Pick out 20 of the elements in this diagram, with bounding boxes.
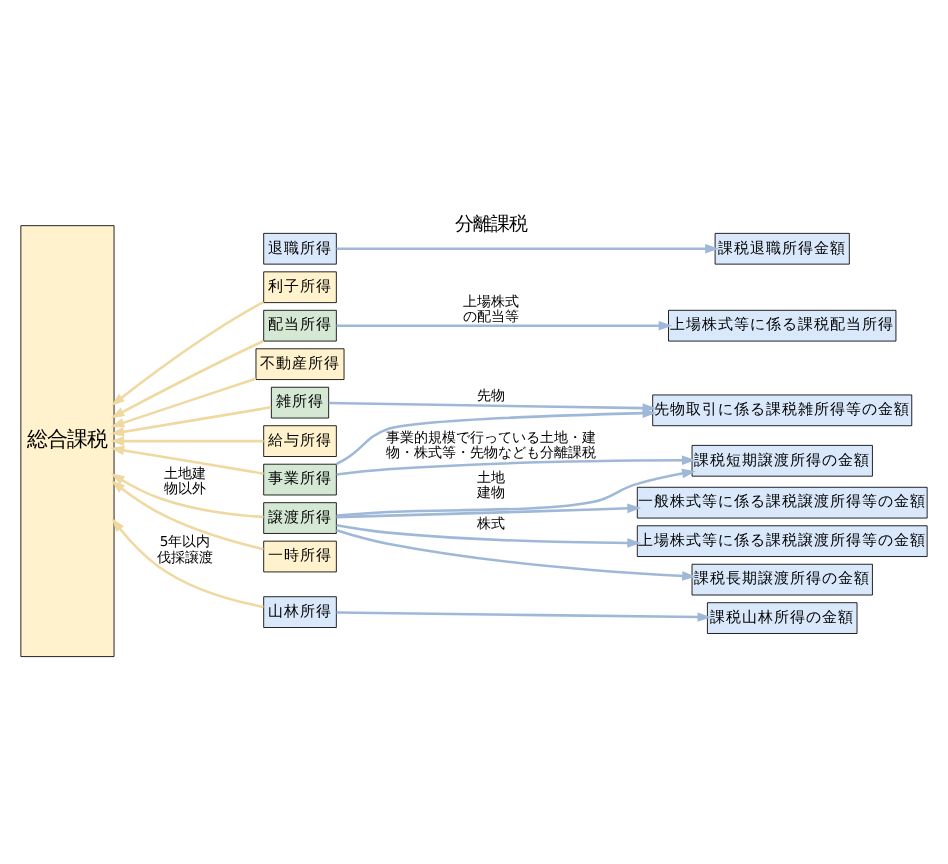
arrow [110, 444, 264, 474]
arrow [111, 517, 264, 608]
arrow [110, 338, 265, 418]
arrow [110, 405, 272, 436]
arrow [336, 523, 641, 547]
arrow [110, 376, 257, 427]
arrow [328, 400, 657, 412]
arrow [110, 472, 264, 518]
arrow [336, 610, 712, 621]
arrow [336, 454, 696, 475]
arrow [336, 319, 673, 330]
arrow [110, 435, 264, 445]
arrow [336, 242, 719, 253]
arrow [335, 528, 696, 580]
arrow [336, 502, 642, 518]
label: 分離課税 [454, 212, 527, 235]
arrow [111, 479, 264, 550]
node-box: 総合課税 [20, 224, 115, 656]
arrow [111, 299, 265, 405]
arrow [336, 467, 696, 516]
